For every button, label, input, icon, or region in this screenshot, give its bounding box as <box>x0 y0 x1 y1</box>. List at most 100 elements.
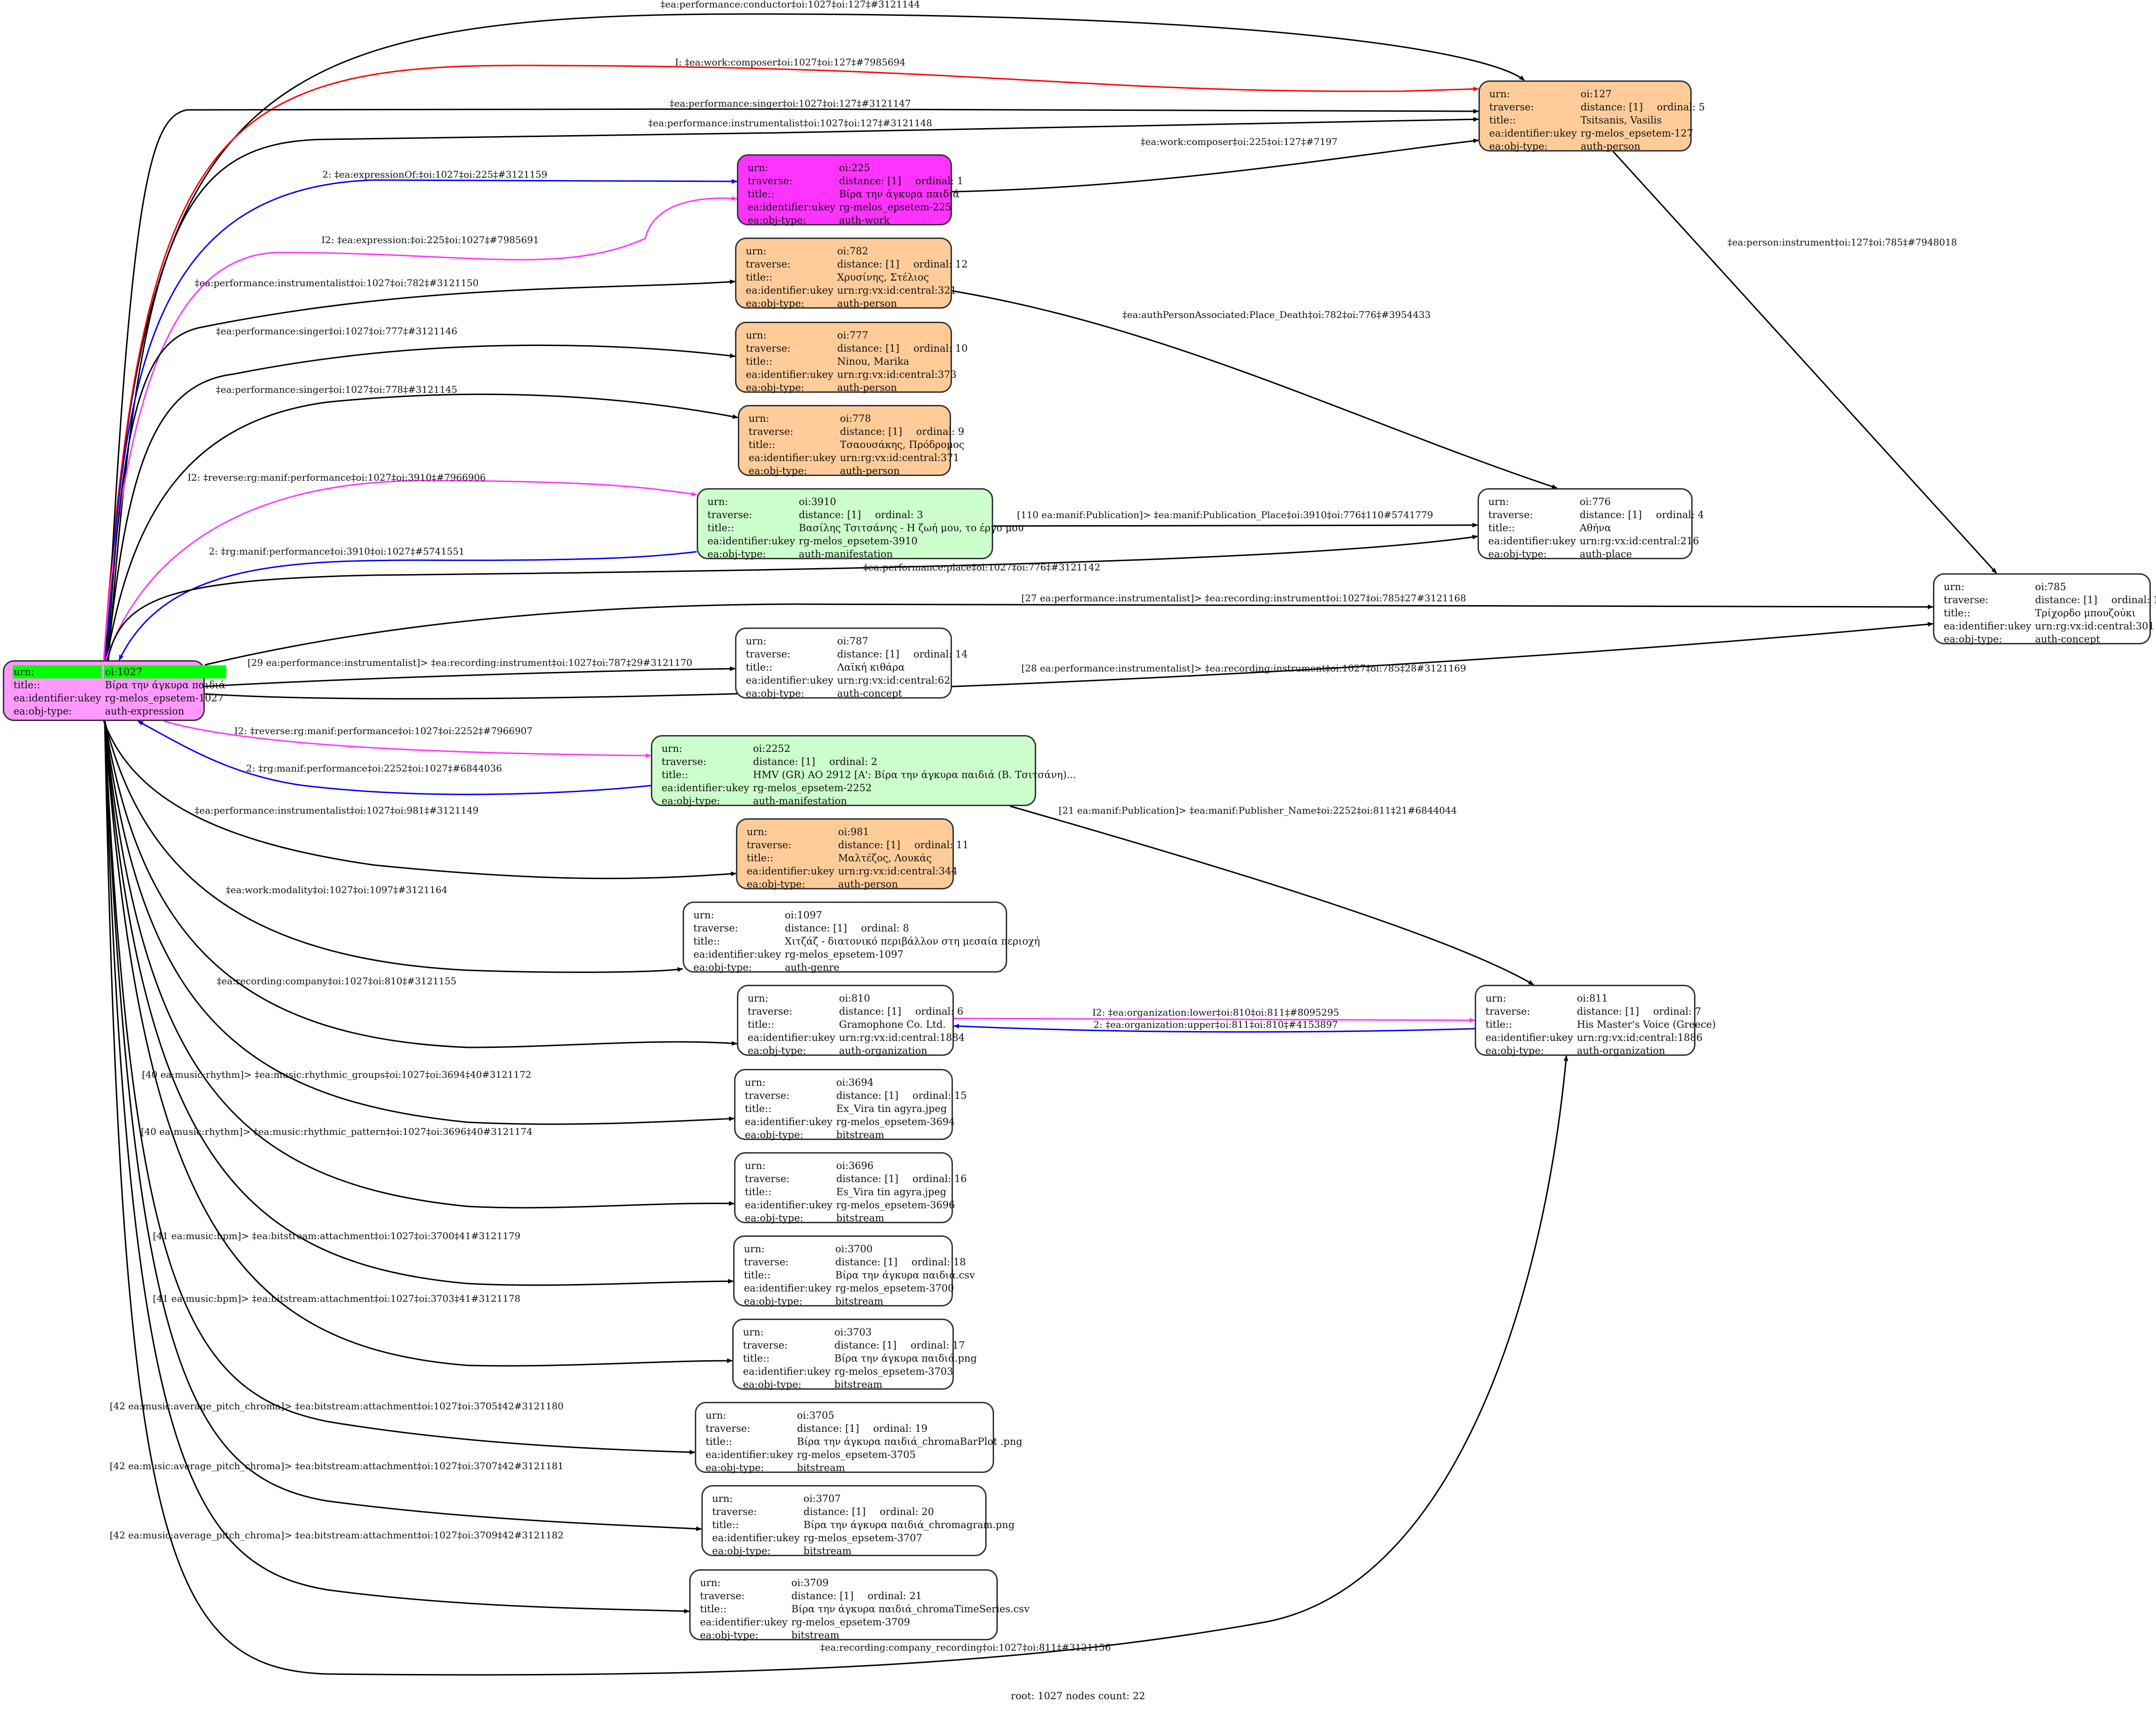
ukey-value: rg-melos_epsetem-3910 <box>799 535 918 547</box>
traverse-label: traverse: <box>745 1090 790 1101</box>
traverse-label: traverse: <box>748 1006 793 1017</box>
objtype-value: auth-expression <box>105 706 185 717</box>
urn-label: urn: <box>746 635 767 647</box>
urn-label: urn: <box>1944 581 1965 592</box>
traverse-label: traverse: <box>746 259 791 270</box>
objtype-label: ea:obj-type: <box>662 795 720 807</box>
edge-line <box>952 138 1479 193</box>
edge-label: ‡ea:performance:instrumentalist‡oi:1027‡… <box>648 117 932 129</box>
edge-label: I2: ‡ea:organization:lower‡oi:810‡oi:811… <box>1092 1007 1339 1018</box>
edge-label: ‡ea:performance:conductor‡oi:1027‡oi:127… <box>660 0 920 10</box>
ordinal-value: ordinal: 21 <box>867 1590 922 1602</box>
title-value: Βίρα την άγκυρα παιδιά_chromagram.png <box>803 1519 1015 1530</box>
edge-line <box>104 721 733 1367</box>
title-value: Χρυσίνης, Στέλιος <box>837 272 929 283</box>
distance-value: distance: [1] <box>836 1173 899 1184</box>
distance-value: distance: [1] <box>837 259 900 270</box>
objtype-value: bitstream <box>836 1212 885 1224</box>
edge-line <box>163 720 651 758</box>
footer-caption: root: 1027 nodes count: 22 <box>1010 1690 1146 1702</box>
edge-label: ‡ea:performance:singer‡oi:1027‡oi:777‡#3… <box>216 325 457 337</box>
urn-label: urn: <box>745 1077 766 1088</box>
edge-label: [29 ea:performance:instrumentalist]> ‡ea… <box>247 657 692 668</box>
title-value: Λαϊκή κιθάρα <box>837 662 905 673</box>
ukey-label: ea:identifier:ukey <box>746 675 834 686</box>
traverse-label: traverse: <box>707 509 752 520</box>
ukey-value: urn:rg:vx:id:central:371 <box>840 452 959 463</box>
traverse-label: traverse: <box>746 649 791 660</box>
edge-line <box>204 603 1933 666</box>
urn-value: oi:3910 <box>799 496 836 507</box>
distance-value: distance: [1] <box>839 1006 901 1017</box>
ukey-value: rg-melos_epsetem-3709 <box>791 1616 910 1628</box>
title-label: title:: <box>1489 115 1516 126</box>
urn-value: oi:3705 <box>797 1410 835 1421</box>
urn-value: oi:3700 <box>835 1243 873 1255</box>
title-value: Τσαουσάκης, Πρόδρομος <box>840 439 965 450</box>
root-node[interactable]: urn:oi:1027 title::Βίρα την άγκυρα παιδι… <box>3 660 226 721</box>
urn-value: oi:785 <box>2035 581 2066 592</box>
ordinal-value: ordinal: 20 <box>880 1506 934 1517</box>
objtype-value: auth-place <box>1579 548 1632 560</box>
objtype-value: auth-person <box>840 465 900 476</box>
edge-line <box>137 720 651 795</box>
objtype-value: auth-person <box>1580 141 1641 152</box>
edge-label: ‡ea:performance:singer‡oi:1027‡oi:127‡#3… <box>670 98 911 109</box>
edge-label: [21 ea:manif:Publication]> ‡ea:manif:Pub… <box>1059 805 1457 816</box>
edge-label: [40 ea:music:rhythm]> ‡ea:music:rhythmic… <box>142 1069 531 1080</box>
objtype-value: auth-person <box>837 298 897 309</box>
traverse-label: traverse: <box>1944 594 1989 606</box>
ukey-value: urn:rg:vx:id:central:344 <box>838 866 958 877</box>
traverse-label: traverse: <box>743 1340 788 1351</box>
urn-label: urn: <box>745 1160 766 1171</box>
urn-label: urn: <box>1485 993 1507 1004</box>
edge-label: ‡ea:person:instrument‡oi:127‡oi:785‡#794… <box>1728 237 1957 248</box>
ukey-label: ea:identifier:ukey <box>744 1283 832 1294</box>
ordinal-value: ordinal: 11 <box>914 839 969 851</box>
traverse-label: traverse: <box>749 426 793 437</box>
urn-value: oi:778 <box>840 413 871 424</box>
title-value: Τρίχορδο μπουζούκι <box>2035 607 2136 619</box>
ordinal-value: ordinal: 10 <box>913 343 968 354</box>
edge-label: 2: ‡rg:manif:performance‡oi:3910‡oi:1027… <box>209 546 464 557</box>
objtype-value: auth-person <box>837 382 897 393</box>
edge-line <box>118 551 697 661</box>
edge-label: I2: ‡reverse:rg:manif:performance‡oi:102… <box>234 725 533 736</box>
distance-value: distance: [1] <box>839 175 901 187</box>
edge-label: 2: ‡ea:expressionOf:‡oi:1027‡oi:225‡#312… <box>322 169 547 180</box>
distance-value: distance: [1] <box>797 1423 859 1434</box>
title-value: Tsitsanis, Vasilis <box>1580 115 1662 126</box>
ukey-value: urn:rg:vx:id:central:301 <box>2035 621 2155 632</box>
edge-line <box>104 721 702 1531</box>
edge-label: [28 ea:performance:instrumentalist]> ‡ea… <box>1021 663 1466 674</box>
objtype-value: auth-concept <box>837 688 902 699</box>
title-label: title:: <box>1485 1019 1512 1030</box>
traverse-label: traverse: <box>712 1506 757 1517</box>
title-value: Βίρα την άγκυρα παιδιά <box>839 188 959 200</box>
edge-label: [42 ea:music:average_pitch_chroma]> ‡ea:… <box>110 1530 564 1541</box>
ordinal-value: ordinal: 18 <box>911 1256 966 1268</box>
distance-value: distance: [1] <box>791 1590 854 1602</box>
edge-label: ‡ea:work:modality‡oi:1027‡oi:1097‡#31211… <box>226 884 447 895</box>
